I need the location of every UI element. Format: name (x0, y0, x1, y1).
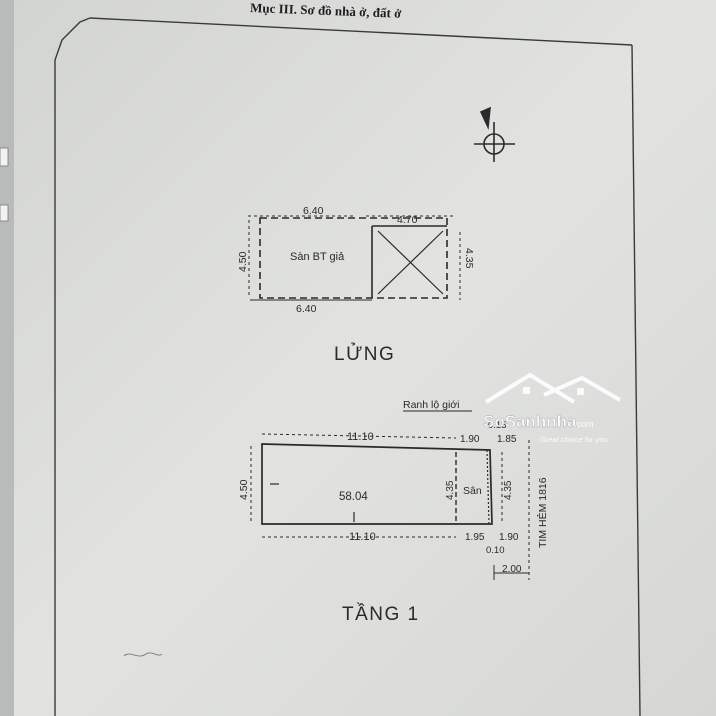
boundary-label: Ranh lộ giới (403, 399, 460, 411)
slab-label: Sàn BT giả (290, 251, 345, 263)
dim-left: 4.50 (237, 251, 249, 272)
dim-top-small: 0.15 (488, 420, 507, 431)
watermark-brand: SoSanhnha (483, 412, 577, 431)
dim-top-3: 1.85 (497, 434, 517, 445)
boundary-line (486, 449, 490, 525)
dim-top-right: 4.70 (397, 214, 418, 226)
dim-bottom-small: 0.10 (486, 545, 505, 556)
dim-left: 4.50 (238, 479, 250, 500)
watermark-tagline: Great choice for you (540, 435, 608, 444)
dim-bottom: 11.10 (349, 531, 376, 543)
page-edge-shadow (0, 0, 14, 716)
margin-tab (0, 147, 9, 167)
frame-border-right (631, 44, 641, 716)
watermark-domain: .com (574, 419, 594, 429)
dimension-line (261, 433, 457, 439)
ink-scribble (123, 652, 163, 657)
dim-bottom: 6.40 (296, 303, 317, 315)
ground-floor-title: TẦNG 1 (342, 603, 420, 625)
offset-dim: 2.00 (502, 564, 522, 575)
north-arrow-icon (474, 106, 515, 162)
frame-border-top (89, 17, 633, 46)
margin-tab (0, 204, 9, 222)
ground-floor-plan: Ranh lộ giới 11.10 1.90 1.85 0.15 58.04 … (238, 399, 549, 625)
mezzanine-plan: 6.40 4.70 6.40 4.50 4.35 Sàn BT giả LỬNG (237, 205, 475, 365)
house-roof-icon (484, 373, 622, 404)
dim-top: 11.10 (347, 431, 374, 443)
frame-border-left (54, 17, 91, 716)
yard-label: Sân (463, 485, 482, 497)
dim-inner: 4.35 (445, 480, 456, 500)
dim-right: 4.35 (503, 480, 514, 500)
mezzanine-outline (259, 217, 448, 299)
ground-outline (261, 443, 493, 525)
dim-top-left: 6.40 (303, 205, 324, 217)
dim-right: 4.35 (463, 248, 475, 269)
sosanhnha-watermark: SoSanhnha .com Great choice for you (483, 373, 622, 444)
dim-bottom-2: 1.95 (465, 532, 485, 543)
section-title: Mục III. Sơ đồ nhà ở, đất ở (250, 0, 403, 21)
alley-label: TIM HẺM 1816 (536, 477, 549, 548)
mezzanine-title: LỬNG (334, 343, 395, 365)
ground-area: 58.04 (339, 491, 368, 503)
dim-top-2: 1.90 (460, 434, 480, 445)
void-cross (377, 230, 444, 295)
dim-bottom-3: 1.90 (499, 532, 519, 543)
